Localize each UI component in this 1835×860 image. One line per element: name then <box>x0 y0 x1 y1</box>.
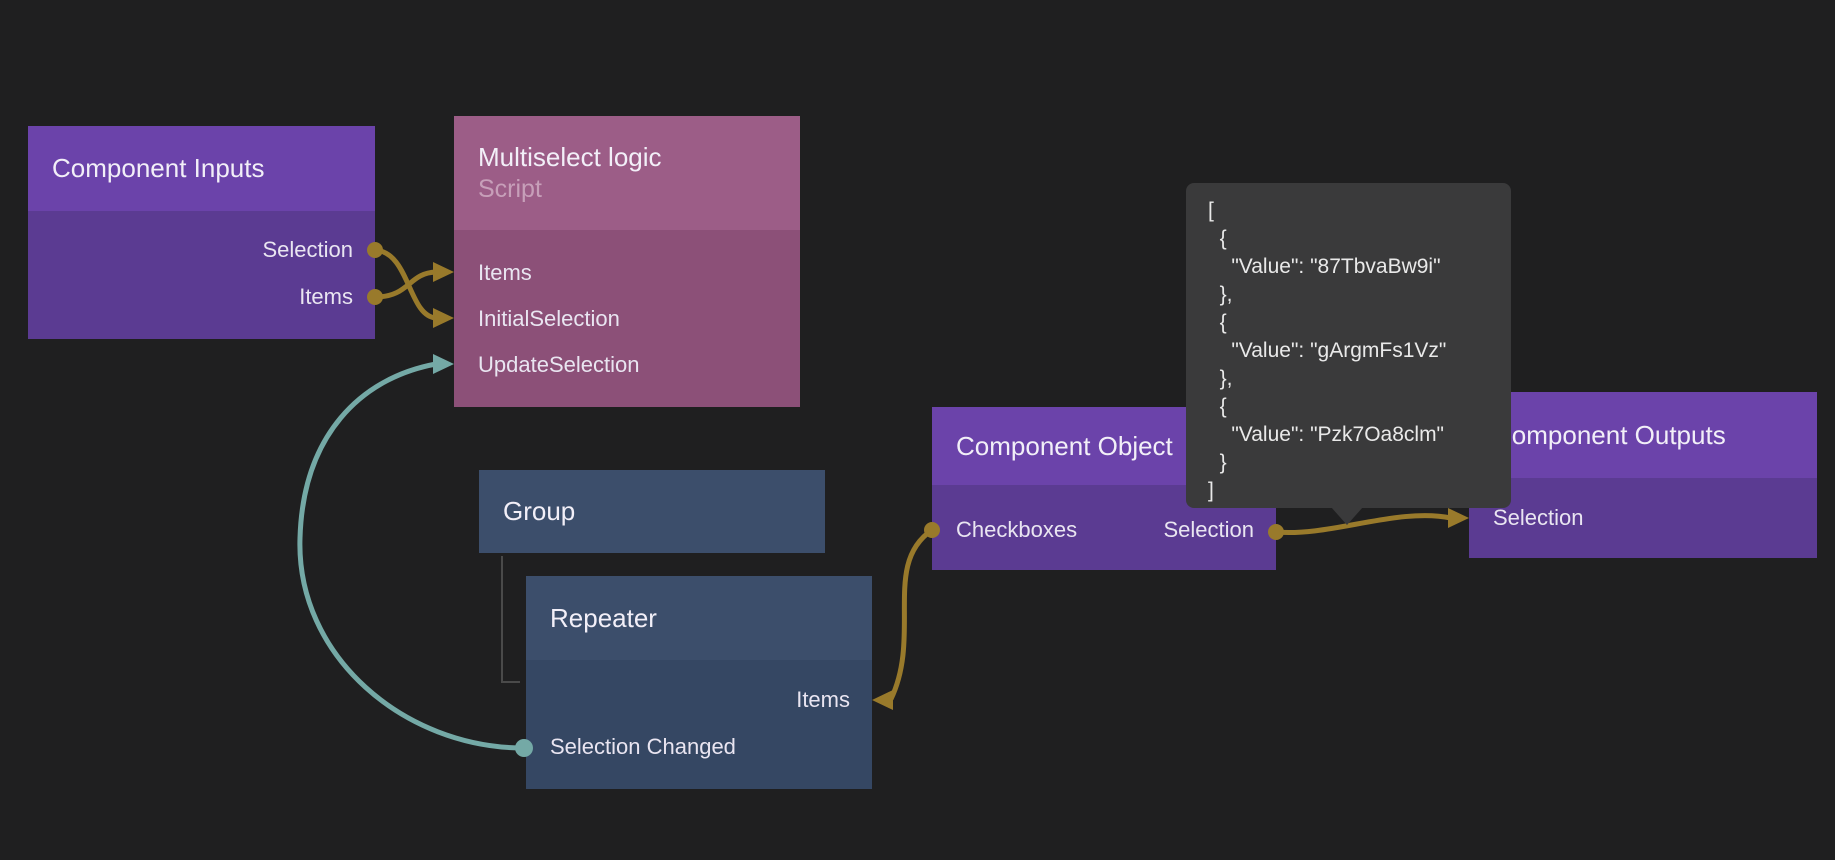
connection-items-to-items[interactable] <box>374 269 437 300</box>
port-checkboxes[interactable]: Checkboxes <box>956 517 1078 542</box>
port-label: Selection <box>1493 505 1584 530</box>
node-header: Component Inputs <box>28 126 375 211</box>
connection-checkboxes-to-repeater-items[interactable] <box>888 527 934 701</box>
port-arrow-icon[interactable] <box>872 690 893 710</box>
node-header: Component Outputs <box>1469 392 1817 478</box>
node-subtitle: Script <box>478 175 542 203</box>
port-initialselection-input[interactable]: InitialSelection <box>454 295 800 342</box>
port-dot[interactable] <box>515 739 533 757</box>
port-dot[interactable] <box>367 289 383 305</box>
port-arrow-icon[interactable] <box>433 354 454 374</box>
port-label: UpdateSelection <box>478 351 640 377</box>
port-selection-output[interactable]: Selection <box>1163 517 1254 542</box>
port-dot[interactable] <box>924 522 940 538</box>
node-title: Component Inputs <box>52 153 265 183</box>
node-title: Multiselect logic <box>478 142 662 172</box>
port-arrow-icon[interactable] <box>1448 508 1469 528</box>
port-label: InitialSelection <box>478 305 620 331</box>
port-selection-changed-output[interactable]: Selection Changed <box>526 723 872 770</box>
port-label: Selection <box>262 236 353 262</box>
port-selection-input[interactable]: Selection <box>1469 495 1817 541</box>
port-row: Checkboxes Selection <box>932 507 1276 553</box>
port-arrow-icon[interactable] <box>433 262 454 282</box>
port-label: Items <box>796 686 850 712</box>
node-component-inputs[interactable]: Component Inputs Selection Items <box>28 126 375 339</box>
port-dot[interactable] <box>367 242 383 258</box>
connection-selectionchanged-to-updateselection[interactable] <box>297 361 525 751</box>
tooltip-json-text: [ { "Value": "87TbvaBw9i" }, { "Value": … <box>1208 199 1447 502</box>
node-header: Group <box>479 470 825 553</box>
port-items-output[interactable]: Items <box>28 273 375 320</box>
node-title: Component Object <box>956 430 1173 461</box>
port-items-input[interactable]: Items <box>454 249 800 296</box>
group-child-connector <box>501 556 520 683</box>
port-selection-output[interactable]: Selection <box>28 226 375 273</box>
port-label: Selection Changed <box>550 733 736 759</box>
tooltip-pointer <box>1331 507 1363 525</box>
node-repeater[interactable]: Repeater Items Selection Changed <box>526 576 872 789</box>
node-title: Repeater <box>550 602 657 633</box>
connection-selection-to-outputs-selection[interactable] <box>1275 513 1452 536</box>
node-title: Component Outputs <box>1493 419 1726 450</box>
port-arrow-icon[interactable] <box>433 308 454 328</box>
node-header: Repeater <box>526 576 872 660</box>
node-component-outputs[interactable]: Component Outputs Selection <box>1469 392 1817 558</box>
port-dot[interactable] <box>1268 524 1284 540</box>
node-group[interactable]: Group <box>479 470 825 553</box>
port-items-input[interactable]: Items <box>526 676 872 723</box>
port-updateselection-input[interactable]: UpdateSelection <box>454 341 800 388</box>
node-header: Multiselect logic Script <box>454 116 800 230</box>
port-label: Items <box>478 259 532 285</box>
node-multiselect-logic[interactable]: Multiselect logic Script Items InitialSe… <box>454 116 800 407</box>
port-label: Items <box>299 283 353 309</box>
value-preview-tooltip: [ { "Value": "87TbvaBw9i" }, { "Value": … <box>1186 183 1511 525</box>
node-title: Group <box>503 496 576 526</box>
